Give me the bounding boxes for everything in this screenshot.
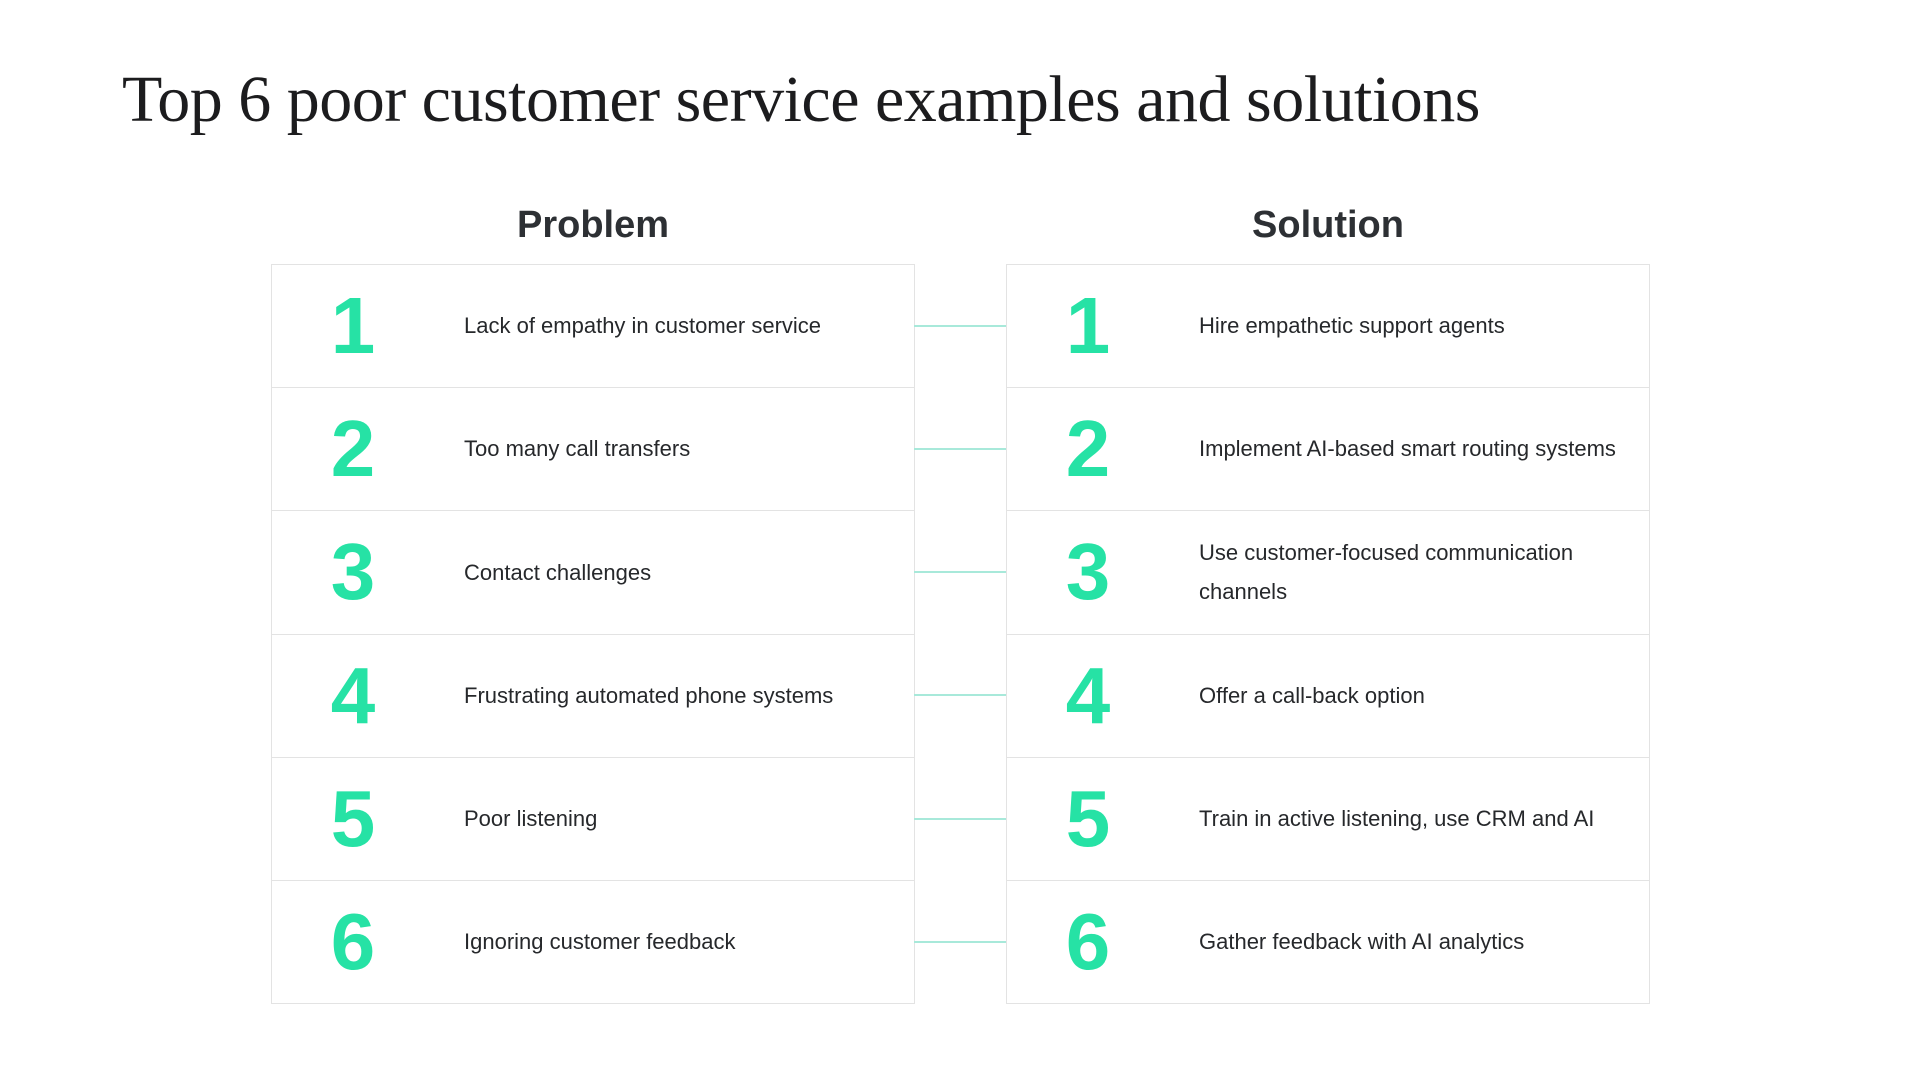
problem-row-6-number: 6 <box>330 896 376 986</box>
connector-line-2 <box>914 448 1006 450</box>
solution-row-1-label: Hire empathetic support agents <box>1199 313 1505 339</box>
solution-row-4-number: 4 <box>1065 650 1111 740</box>
connector-line-1 <box>914 325 1006 327</box>
solution-row-6-label: Gather feedback with AI analytics <box>1199 929 1525 955</box>
problem-row-1-number: 1 <box>330 281 376 371</box>
solution-row-4: 4 Offer a call-back option <box>1007 633 1649 757</box>
problem-row-3-label: Contact challenges <box>464 559 652 585</box>
page-title: Top 6 poor customer service examples and… <box>122 63 1480 136</box>
solution-row-6: 6 Gather feedback with AI analytics <box>1007 879 1649 1003</box>
connector-line-4 <box>914 694 1006 696</box>
problem-row-2-number: 2 <box>330 404 376 494</box>
solution-row-6-number: 6 <box>1065 896 1111 986</box>
solution-row-2-number: 2 <box>1065 404 1111 494</box>
problem-row-5-label: Poor listening <box>464 805 598 831</box>
problem-row-6: 6 Ignoring customer feedback <box>272 879 914 1003</box>
problem-row-3-number: 3 <box>330 527 376 617</box>
solution-table: 1 Hire empathetic support agents 2 Imple… <box>1006 264 1650 1004</box>
solution-row-2: 2 Implement AI-based smart routing syste… <box>1007 387 1649 510</box>
solution-row-2-label: Implement AI-based smart routing systems <box>1199 436 1616 462</box>
solution-row-3-label: Use customer-focused communication chann… <box>1199 539 1574 605</box>
solution-row-3-number: 3 <box>1065 527 1111 617</box>
problem-row-6-label: Ignoring customer feedback <box>464 929 736 955</box>
problem-row-5: 5 Poor listening <box>272 756 914 880</box>
problem-row-4-label: Frustrating automated phone systems <box>464 682 834 708</box>
problem-row-3: 3 Contact challenges <box>272 510 914 633</box>
problem-row-4: 4 Frustrating automated phone systems <box>272 633 914 757</box>
solution-column-header: Solution <box>1252 204 1404 246</box>
solution-row-1-number: 1 <box>1065 281 1111 371</box>
problem-row-2: 2 Too many call transfers <box>272 387 914 510</box>
problem-table: 1 Lack of empathy in customer service 2 … <box>271 264 915 1004</box>
connector-line-5 <box>914 818 1006 820</box>
solution-row-4-label: Offer a call-back option <box>1199 682 1425 708</box>
problem-row-5-number: 5 <box>330 773 376 863</box>
problem-row-4-number: 4 <box>330 650 376 740</box>
problem-row-2-label: Too many call transfers <box>464 436 691 462</box>
solution-row-3: 3 Use customer-focused communication cha… <box>1007 510 1649 633</box>
solution-row-5: 5 Train in active listening, use CRM and… <box>1007 756 1649 880</box>
connector-line-6 <box>914 941 1006 943</box>
problem-row-1-label: Lack of empathy in customer service <box>464 313 822 339</box>
solution-row-1: 1 Hire empathetic support agents <box>1007 265 1649 387</box>
connector-line-3 <box>914 571 1006 573</box>
solution-row-5-label: Train in active listening, use CRM and A… <box>1199 805 1595 831</box>
problem-column-header: Problem <box>516 204 670 246</box>
solution-row-5-number: 5 <box>1065 773 1111 863</box>
problem-row-1: 1 Lack of empathy in customer service <box>272 265 914 387</box>
